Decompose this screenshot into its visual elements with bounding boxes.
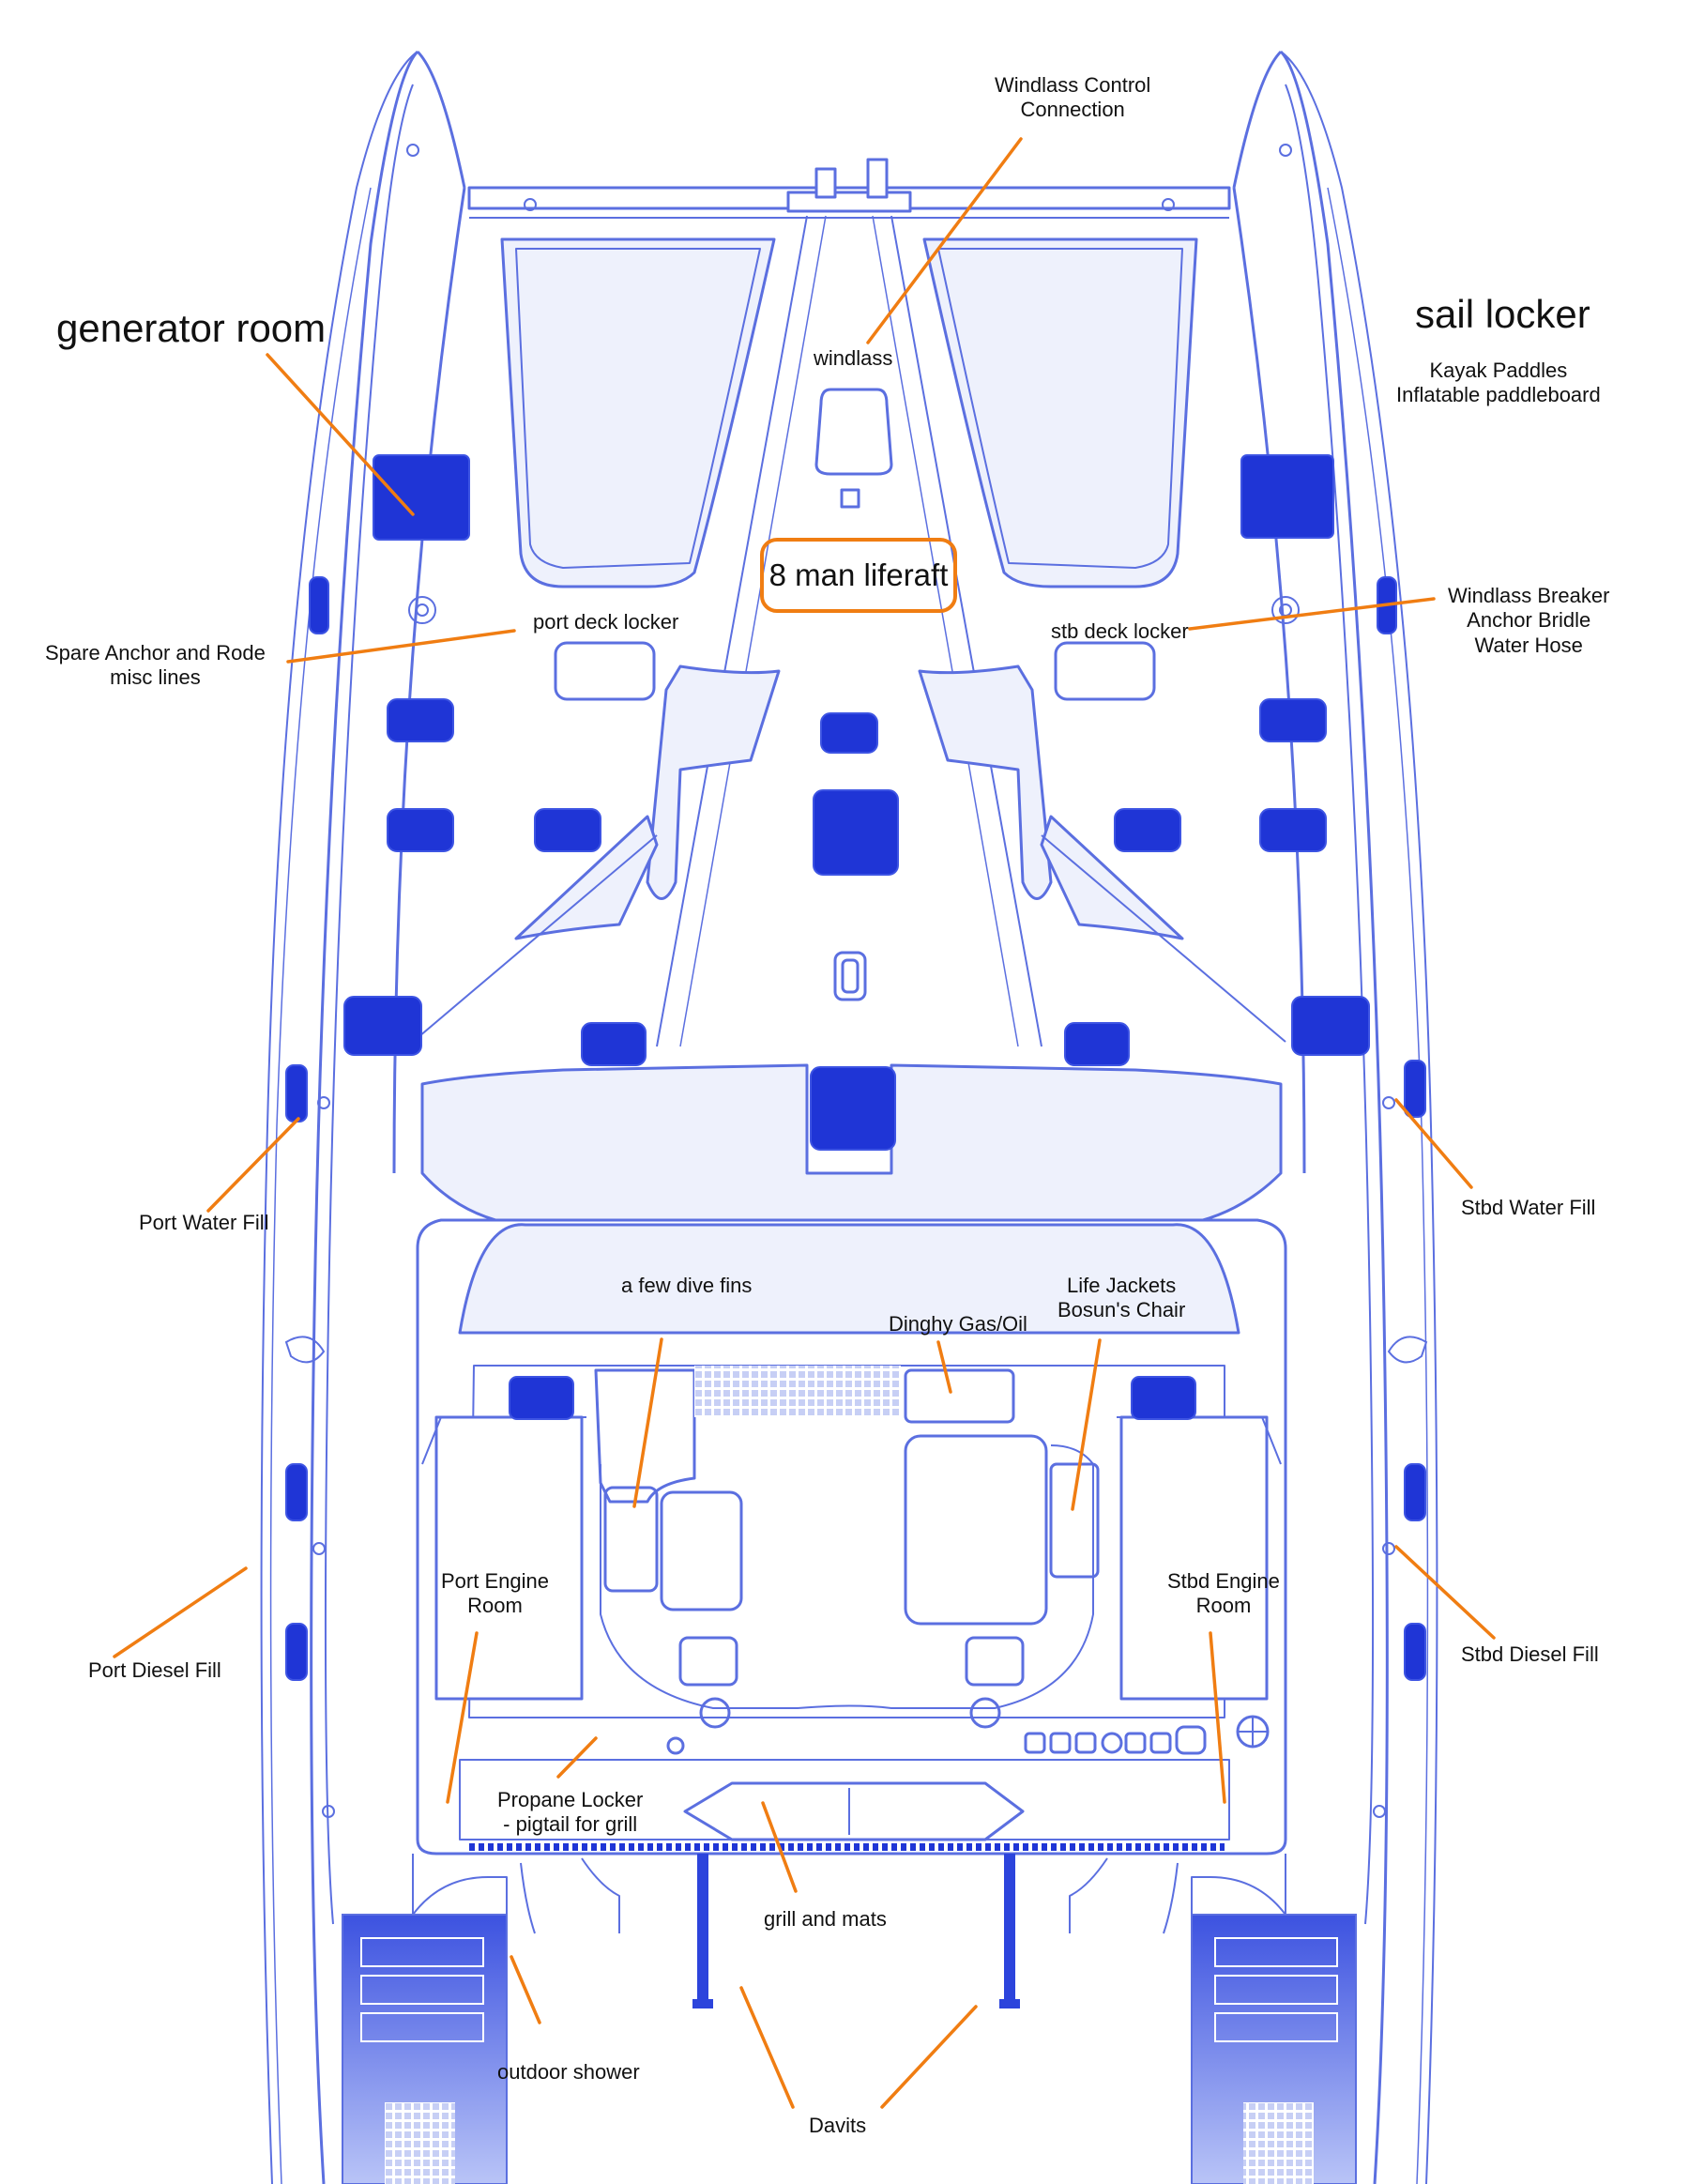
dive-fins-label: a few dive fins xyxy=(621,1274,753,1297)
life-jackets-label: Life Jackets Bosun's Chair xyxy=(1058,1274,1185,1323)
propane-locker-label: Propane Locker - pigtail for grill xyxy=(497,1788,643,1838)
spare-anchor-line-2: misc lines xyxy=(110,665,201,690)
stbd-trampoline xyxy=(922,237,1198,588)
life-jackets-line-1: Life Jackets xyxy=(1067,1274,1177,1297)
port-engine-line-2: Room xyxy=(467,1594,523,1618)
propane-locker-line-2: - pigtail for grill xyxy=(503,1812,638,1837)
stbd-engine-line-2: Room xyxy=(1195,1594,1252,1618)
windlass-breaker-line-3: Water Hose xyxy=(1474,633,1583,657)
spare-anchor-line-1: Spare Anchor and Rode xyxy=(45,641,266,664)
windlass-breaker-label: Windlass Breaker Anchor Bridle Water Hos… xyxy=(1448,584,1609,658)
windlass-label: windlass xyxy=(814,346,893,370)
stbd-water-fill-label: Stbd Water Fill xyxy=(1461,1196,1596,1219)
sail-locker-items: Kayak Paddles Inflatable paddleboard xyxy=(1396,359,1601,408)
stbd-diesel-fill-label: Stbd Diesel Fill xyxy=(1461,1642,1599,1666)
propane-locker-line-1: Propane Locker xyxy=(497,1788,644,1811)
port-diesel-fill-label: Port Diesel Fill xyxy=(88,1658,221,1682)
liferaft-label: 8 man liferaft xyxy=(760,538,957,613)
windlass-control-line-2: Connection xyxy=(1020,98,1125,122)
propane-locker-hatch xyxy=(683,1781,1025,1841)
port-deck-locker-hatch xyxy=(554,641,656,701)
port-engine-room-hatch xyxy=(434,1415,584,1701)
stb-deck-locker-label: stb deck locker xyxy=(1051,619,1189,643)
stbd-hull-outline xyxy=(1279,50,1389,2184)
cockpit-outline xyxy=(416,1218,1287,1856)
stb-deck-locker-hatch xyxy=(1054,641,1156,701)
port-engine-room-label: Port Engine Room xyxy=(441,1569,549,1619)
sail-locker-label: sail locker xyxy=(1415,292,1590,336)
windlass-control-label: Windlass Control Connection xyxy=(995,73,1150,123)
stbd-engine-room-label: Stbd Engine Room xyxy=(1167,1569,1280,1619)
windlass-breaker-line-1: Windlass Breaker xyxy=(1448,584,1610,607)
leader-lines xyxy=(113,137,1496,2109)
generator-room-label: generator room xyxy=(56,306,327,350)
outdoor-shower-label: outdoor shower xyxy=(497,2060,640,2084)
sail-locker-item-2: Inflatable paddleboard xyxy=(1396,383,1601,407)
stbd-aft-steps xyxy=(1191,1914,1357,2184)
davits-drawing xyxy=(692,1854,1020,2008)
port-water-fill-label: Port Water Fill xyxy=(139,1211,269,1234)
grill-mats-label: grill and mats xyxy=(764,1907,887,1931)
port-trampoline xyxy=(500,237,776,588)
windlass-control-line-1: Windlass Control xyxy=(995,73,1151,97)
windlass-breaker-line-2: Anchor Bridle xyxy=(1467,608,1591,633)
port-aft-steps xyxy=(342,1914,508,2184)
sail-locker-hatch xyxy=(1240,454,1334,539)
life-jackets-line-2: Bosun's Chair xyxy=(1058,1298,1186,1322)
spare-anchor-label: Spare Anchor and Rode misc lines xyxy=(45,641,266,691)
port-hull-outline xyxy=(310,50,419,2184)
stbd-engine-room-hatch xyxy=(1119,1415,1269,1701)
port-deck-locker-label: port deck locker xyxy=(533,610,679,634)
sail-locker-item-1: Kayak Paddles xyxy=(1429,359,1568,382)
windlass-hatch xyxy=(814,388,893,476)
dinghy-gas-label: Dinghy Gas/Oil xyxy=(889,1312,1027,1336)
port-engine-line-1: Port Engine xyxy=(441,1569,549,1593)
generator-room-hatch xyxy=(373,454,470,541)
davits-label: Davits xyxy=(809,2114,867,2137)
stbd-engine-line-1: Stbd Engine xyxy=(1167,1569,1280,1593)
cockpit-table xyxy=(904,1434,1048,1626)
